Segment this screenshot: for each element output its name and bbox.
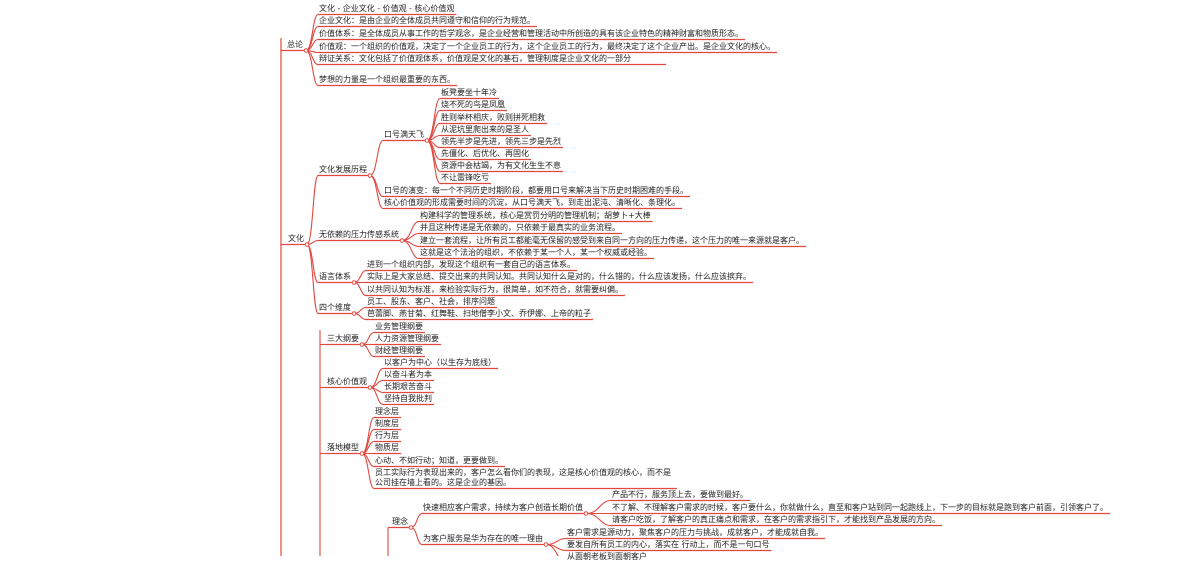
branch-connector xyxy=(585,499,612,515)
branch-connector xyxy=(545,543,559,556)
branch-connector xyxy=(369,139,384,177)
node-zonglun-4[interactable]: 价值观：一个组织的价值观，决定了一个企业员工的行为，这个企业员工的行为，最终决定… xyxy=(319,42,775,51)
collapse-dot xyxy=(351,311,357,316)
node-zonglun-1[interactable]: 文化 - 企业文化 - 价值观 - 核心价值观 xyxy=(319,4,455,13)
node-serve-2[interactable]: 要发自所有员工的内心，落实在 行动上，而不是一句口号 xyxy=(567,540,770,549)
node-slogan-7[interactable]: 资源中会枯竭，为有文化生生不息 xyxy=(441,161,561,170)
collapse-dot xyxy=(359,451,365,456)
collapse-dot xyxy=(359,342,365,347)
node-slogan-8[interactable]: 不让雷锋吃亏 xyxy=(441,173,489,182)
node-pressure-2[interactable]: 并且这种传递是无依赖的，只依赖于最真实的业务流程。 xyxy=(420,223,620,232)
branch-connector xyxy=(410,512,423,529)
node-pressure-4[interactable]: 这就是这个法治的组织，不依赖于某一个人，某一个权威或经验。 xyxy=(420,248,652,257)
node-dimension-1[interactable]: 员工、股东、客户、社会，排序问题 xyxy=(367,297,495,306)
node-zonglun[interactable]: 总论 xyxy=(287,40,303,49)
node-landing-5[interactable]: 心动、不如行动；知道，更要做到。 xyxy=(375,456,503,465)
node-slogan-6[interactable]: 先僵化、后优化、再固化 xyxy=(441,149,529,158)
branch-connector xyxy=(410,526,423,546)
branch-connector xyxy=(361,428,375,455)
node-landing-6[interactable]: 员工实际行为表现出来的，客户怎么看你们的表现，这是核心价值观的核心，而不是公司挂… xyxy=(375,468,671,487)
node-outline-1[interactable]: 业务管理纲要 xyxy=(375,322,423,331)
node-wenhua[interactable]: 文化 xyxy=(288,234,304,243)
node-landing-1[interactable]: 理念层 xyxy=(375,407,399,416)
node-pressure-1[interactable]: 构建科学的管理系统，核心是赏罚分明的管理机制；胡萝卜+大棒 xyxy=(420,211,651,220)
node-dimension-2[interactable]: 芭蕾脚、燕甘菊、红舞鞋、扫地僧李小文、乔伊娜、上帝的粒子 xyxy=(367,309,591,318)
node-slogans[interactable]: 口号满天飞 xyxy=(384,130,424,139)
node-core-value-1[interactable]: 以客户为中心（以生存为底线） xyxy=(384,358,496,367)
node-slogan-1[interactable]: 板凳要坐十年冷 xyxy=(441,88,497,97)
collapse-dot xyxy=(408,525,414,530)
node-slogan-3[interactable]: 胜则举杯相庆，败则拼死相救 xyxy=(441,113,545,122)
node-respond-3[interactable]: 请客户吃饭，了解客户的真正痛点和需求，在客户的需求指引下，才能找到产品发展的方向… xyxy=(612,515,940,524)
collapse-dot xyxy=(304,242,310,247)
node-language-3[interactable]: 以共同认知为标准，来检验实际行为，很简单，如不符合，就需要纠偏。 xyxy=(367,285,623,294)
collapse-dot xyxy=(367,385,373,390)
node-landing-model[interactable]: 落地模型 xyxy=(327,443,359,452)
node-landing-4[interactable]: 物质层 xyxy=(375,443,399,452)
branch-connector xyxy=(353,281,367,297)
node-language-1[interactable]: 进到一个组织内部，发现这个组织有一套自己的语言体系。 xyxy=(367,260,575,269)
node-four-dimensions[interactable]: 四个维度 xyxy=(319,303,351,312)
node-landing-3[interactable]: 行为层 xyxy=(375,431,399,440)
node-core-value-2[interactable]: 以奋斗者为本 xyxy=(384,370,432,379)
node-slogan-4[interactable]: 从泥坑里爬出来的是圣人 xyxy=(441,125,529,134)
node-culture-history[interactable]: 文化发展历程 xyxy=(319,165,367,174)
collapse-dot xyxy=(367,173,373,178)
node-language-system[interactable]: 语言体系 xyxy=(319,272,351,281)
node-slogan-evolution[interactable]: 口号的演变：每一个不同历史时期阶段，都要用口号来解决当下历史时期困难的手段。 xyxy=(384,186,688,195)
node-serve-customers[interactable]: 为客户服务是华为存在的唯一理由 xyxy=(423,534,543,543)
node-pressure-3[interactable]: 建立一套流程，让所有员工都能毫无保留的感受到来自同一方向的压力传递，这个压力的唯… xyxy=(420,236,804,245)
node-respond-customers[interactable]: 快速相应客户需求，持续为客户创造长期价值 xyxy=(423,503,583,512)
branch-connector xyxy=(361,331,375,346)
node-respond-2[interactable]: 不了解、不理解客户需求的时候，客户要什么，你就做什么，直至和客户站到同一起跑线上… xyxy=(612,503,1108,512)
collapse-dot xyxy=(399,238,405,243)
node-serve-1[interactable]: 客户需求是源动力，聚焦客户的压力与挑战，成就客户，才能成就自我。 xyxy=(567,528,823,537)
node-zonglun-3[interactable]: 价值体系：是全体成员从事工作的哲学观念，是企业经营和管理活动中所创造的具有该企业… xyxy=(319,29,743,38)
node-three-outlines[interactable]: 三大纲要 xyxy=(327,334,359,343)
branch-connector xyxy=(305,25,319,52)
node-pressure-system[interactable]: 无依赖的压力传感系统 xyxy=(319,230,399,239)
node-slogan-5[interactable]: 领先半步是先进，领先三步是先烈 xyxy=(441,137,561,146)
branch-connector xyxy=(585,512,612,527)
collapse-dot xyxy=(303,48,309,53)
node-zonglun-6[interactable]: 梦想的力量是一个组织最重要的东西。 xyxy=(319,75,455,84)
collapse-dot xyxy=(543,542,549,547)
collapse-dot xyxy=(351,280,357,285)
collapse-dot xyxy=(424,138,430,143)
node-landing-2[interactable]: 制度层 xyxy=(375,419,399,428)
branch-connector xyxy=(369,174,384,210)
node-core-value-3[interactable]: 长期艰苦奋斗 xyxy=(384,382,432,391)
collapse-dot xyxy=(583,511,589,516)
node-language-2[interactable]: 实际上是大家总结、提交出来的共同认知。共同认知什么是对的，什么错的，什么应该发扬… xyxy=(367,272,751,281)
branch-connector xyxy=(361,343,375,358)
node-core-value-4[interactable]: 坚持自我批判 xyxy=(384,394,432,403)
node-outline-3[interactable]: 财经管理纲要 xyxy=(375,346,423,355)
node-zonglun-5[interactable]: 辩证关系：文化包括了价值观体系，价值观是文化的基石，管理制度是企业文化的一部分 xyxy=(319,54,631,63)
node-philosophy[interactable]: 理念 xyxy=(392,517,408,526)
branch-connector xyxy=(545,537,567,546)
node-zonglun-2[interactable]: 企业文化：是由企业的全体成员共同遵守和信仰的行为规范。 xyxy=(319,16,535,25)
branch-connector xyxy=(353,269,367,284)
branch-connector xyxy=(306,243,319,315)
node-respond-1[interactable]: 产品不行，服务顶上去，要做到最好。 xyxy=(612,490,748,499)
branch-connector xyxy=(306,174,319,246)
node-outline-2[interactable]: 人力资源管理纲要 xyxy=(375,334,439,343)
node-slogan-2[interactable]: 烧不死的鸟是凤凰 xyxy=(441,100,505,109)
node-core-values[interactable]: 核心价值观 xyxy=(327,377,367,386)
branch-connector xyxy=(369,174,384,198)
node-core-value-formation[interactable]: 核心价值观的形成需要时间的沉淀，从口号满天飞，到走出泥沌、清晰化、条理化。 xyxy=(384,198,680,207)
node-serve-3[interactable]: 从面朝老板到面朝客户 xyxy=(567,552,647,561)
